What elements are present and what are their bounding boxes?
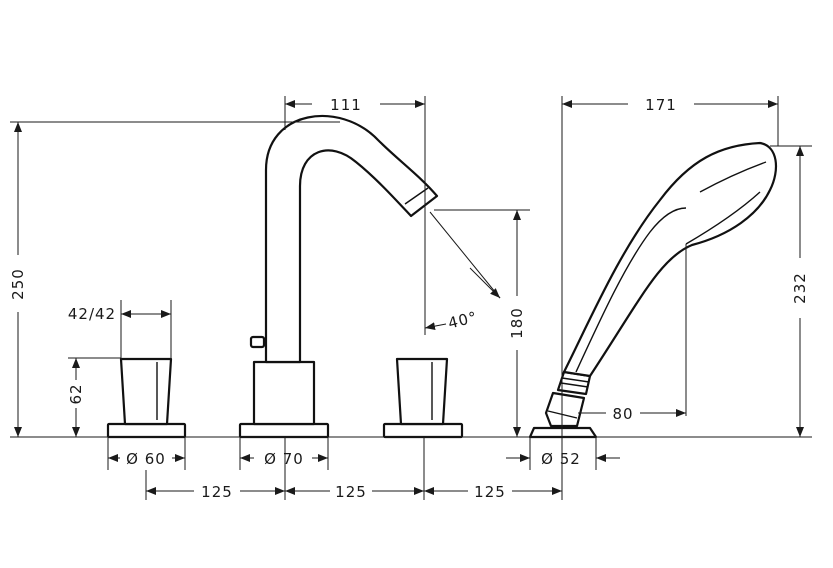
- extension-lines: [10, 96, 812, 500]
- dim-spacing-2: 125: [335, 483, 367, 501]
- dim-spout-reach: 111: [330, 96, 362, 114]
- hand-shower: [528, 141, 777, 439]
- dimension-labels: 111 171 250 232 180 40° 42/42 62 80 Ø 60…: [9, 96, 809, 501]
- dim-holder-base-diameter: Ø 52: [541, 450, 581, 468]
- dim-handle-size: 42/42: [68, 305, 116, 323]
- dim-spacing-1: 125: [201, 483, 233, 501]
- dim-spray-angle: 40°: [446, 308, 479, 333]
- dim-spacing-3: 125: [474, 483, 506, 501]
- dim-total-height: 250: [9, 268, 27, 300]
- dimension-lines: [14, 100, 804, 495]
- spout: [238, 115, 439, 439]
- dim-spout-base-diameter: Ø 70: [264, 450, 304, 468]
- dim-handle-height: 62: [67, 383, 85, 404]
- dim-handshower-height: 232: [791, 272, 809, 304]
- dim-spray-height: 180: [508, 307, 526, 339]
- right-handle: [382, 357, 464, 439]
- dim-handshower-length: 171: [645, 96, 677, 114]
- dim-handshower-offset: 80: [612, 405, 633, 423]
- dim-handle-base-diameter: Ø 60: [126, 450, 166, 468]
- left-handle: [106, 357, 187, 439]
